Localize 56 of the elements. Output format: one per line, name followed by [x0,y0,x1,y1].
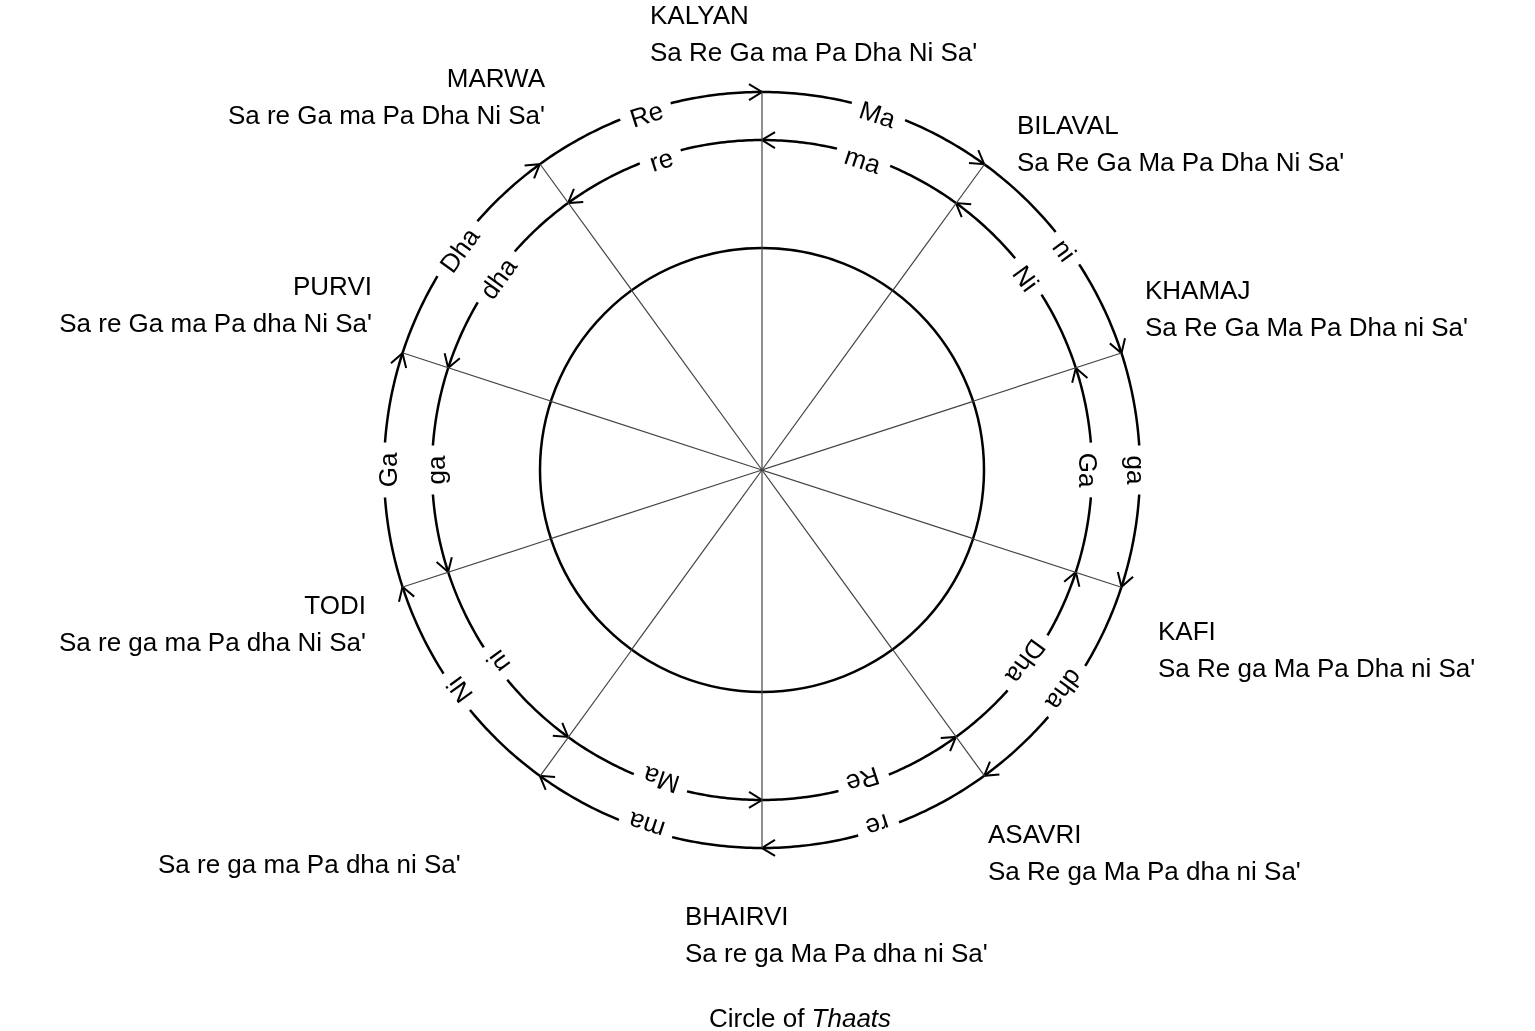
thaat-name: BHAIRVI [685,900,789,933]
edge-label: re [862,808,893,843]
edge-label: ma [841,141,885,179]
arrow [538,774,764,850]
edge-label: ga [1122,455,1150,485]
arrow [760,131,958,205]
arrow [760,90,986,166]
arrow [566,138,764,205]
edge-label: ni [1047,233,1082,267]
scale-notes: Sa Re Ga Ma Pa Dha ni Sa' [1145,311,1468,344]
edge-label: Ga [1074,452,1102,488]
arrow [954,570,1081,739]
arrow [982,162,1126,355]
scale-notes: Sa re ga Ma Pa dha ni Sa' [685,937,988,970]
scale-notes: Sa re Ga ma Pa Dha Ni Sa' [227,99,545,132]
edge-label: ma [624,806,668,845]
arrow [954,201,1078,370]
scale-notes: Sa Re ga Ma Pa dha ni Sa' [988,855,1301,888]
arrow [398,585,542,778]
thaat-name: ASAVRI [988,818,1082,851]
edge-label: Ma [856,95,900,134]
edge-label: ni [481,645,516,679]
thaat-name: KAFI [1158,615,1216,648]
arrow [566,735,764,809]
scale-notes: Sa Re ga Ma Pa Dha ni Sa' [1158,652,1476,685]
arrow [431,366,453,574]
edge-label: re [645,143,677,177]
edge-label: Re [626,95,667,133]
arrow [1071,366,1093,574]
scale-notes: Sa re Ga ma Pa dha Ni Sa' [59,307,372,340]
thaat-name: MARWA [446,62,545,95]
arrow [538,83,764,166]
edge-label: Ni [1007,260,1045,297]
arrow [446,570,570,739]
thaat-name: KHAMAJ [1145,274,1251,307]
edge-label: Ni [440,671,478,708]
scale-notes: Sa re ga ma Pa dha ni Sa' [158,848,461,881]
edge-label: Ga [374,452,402,488]
edge-label: ga [422,455,450,485]
arrow [1116,351,1141,589]
arrow [982,585,1123,778]
arrow [443,201,570,370]
edge-label: Ma [639,761,683,799]
thaat-name: BILAVAL [1017,109,1119,142]
scale-notes: Sa Re Ga ma Pa Dha Ni Sa' [650,36,978,69]
edge-label: Re [842,761,883,799]
scale-notes: Sa re ga ma Pa dha Ni Sa' [58,626,366,659]
thaat-name: KALYAN [650,0,749,32]
scale-notes: Sa Re Ga Ma Pa Dha Ni Sa' [1017,146,1345,179]
arrow [383,351,408,589]
thaat-name: PURVI [293,270,372,303]
arrow [760,774,986,857]
arrow [760,735,958,802]
thaat-name: TODI [304,589,366,622]
arrow [401,162,542,355]
caption: Circle of Thaats [709,1003,892,1031]
